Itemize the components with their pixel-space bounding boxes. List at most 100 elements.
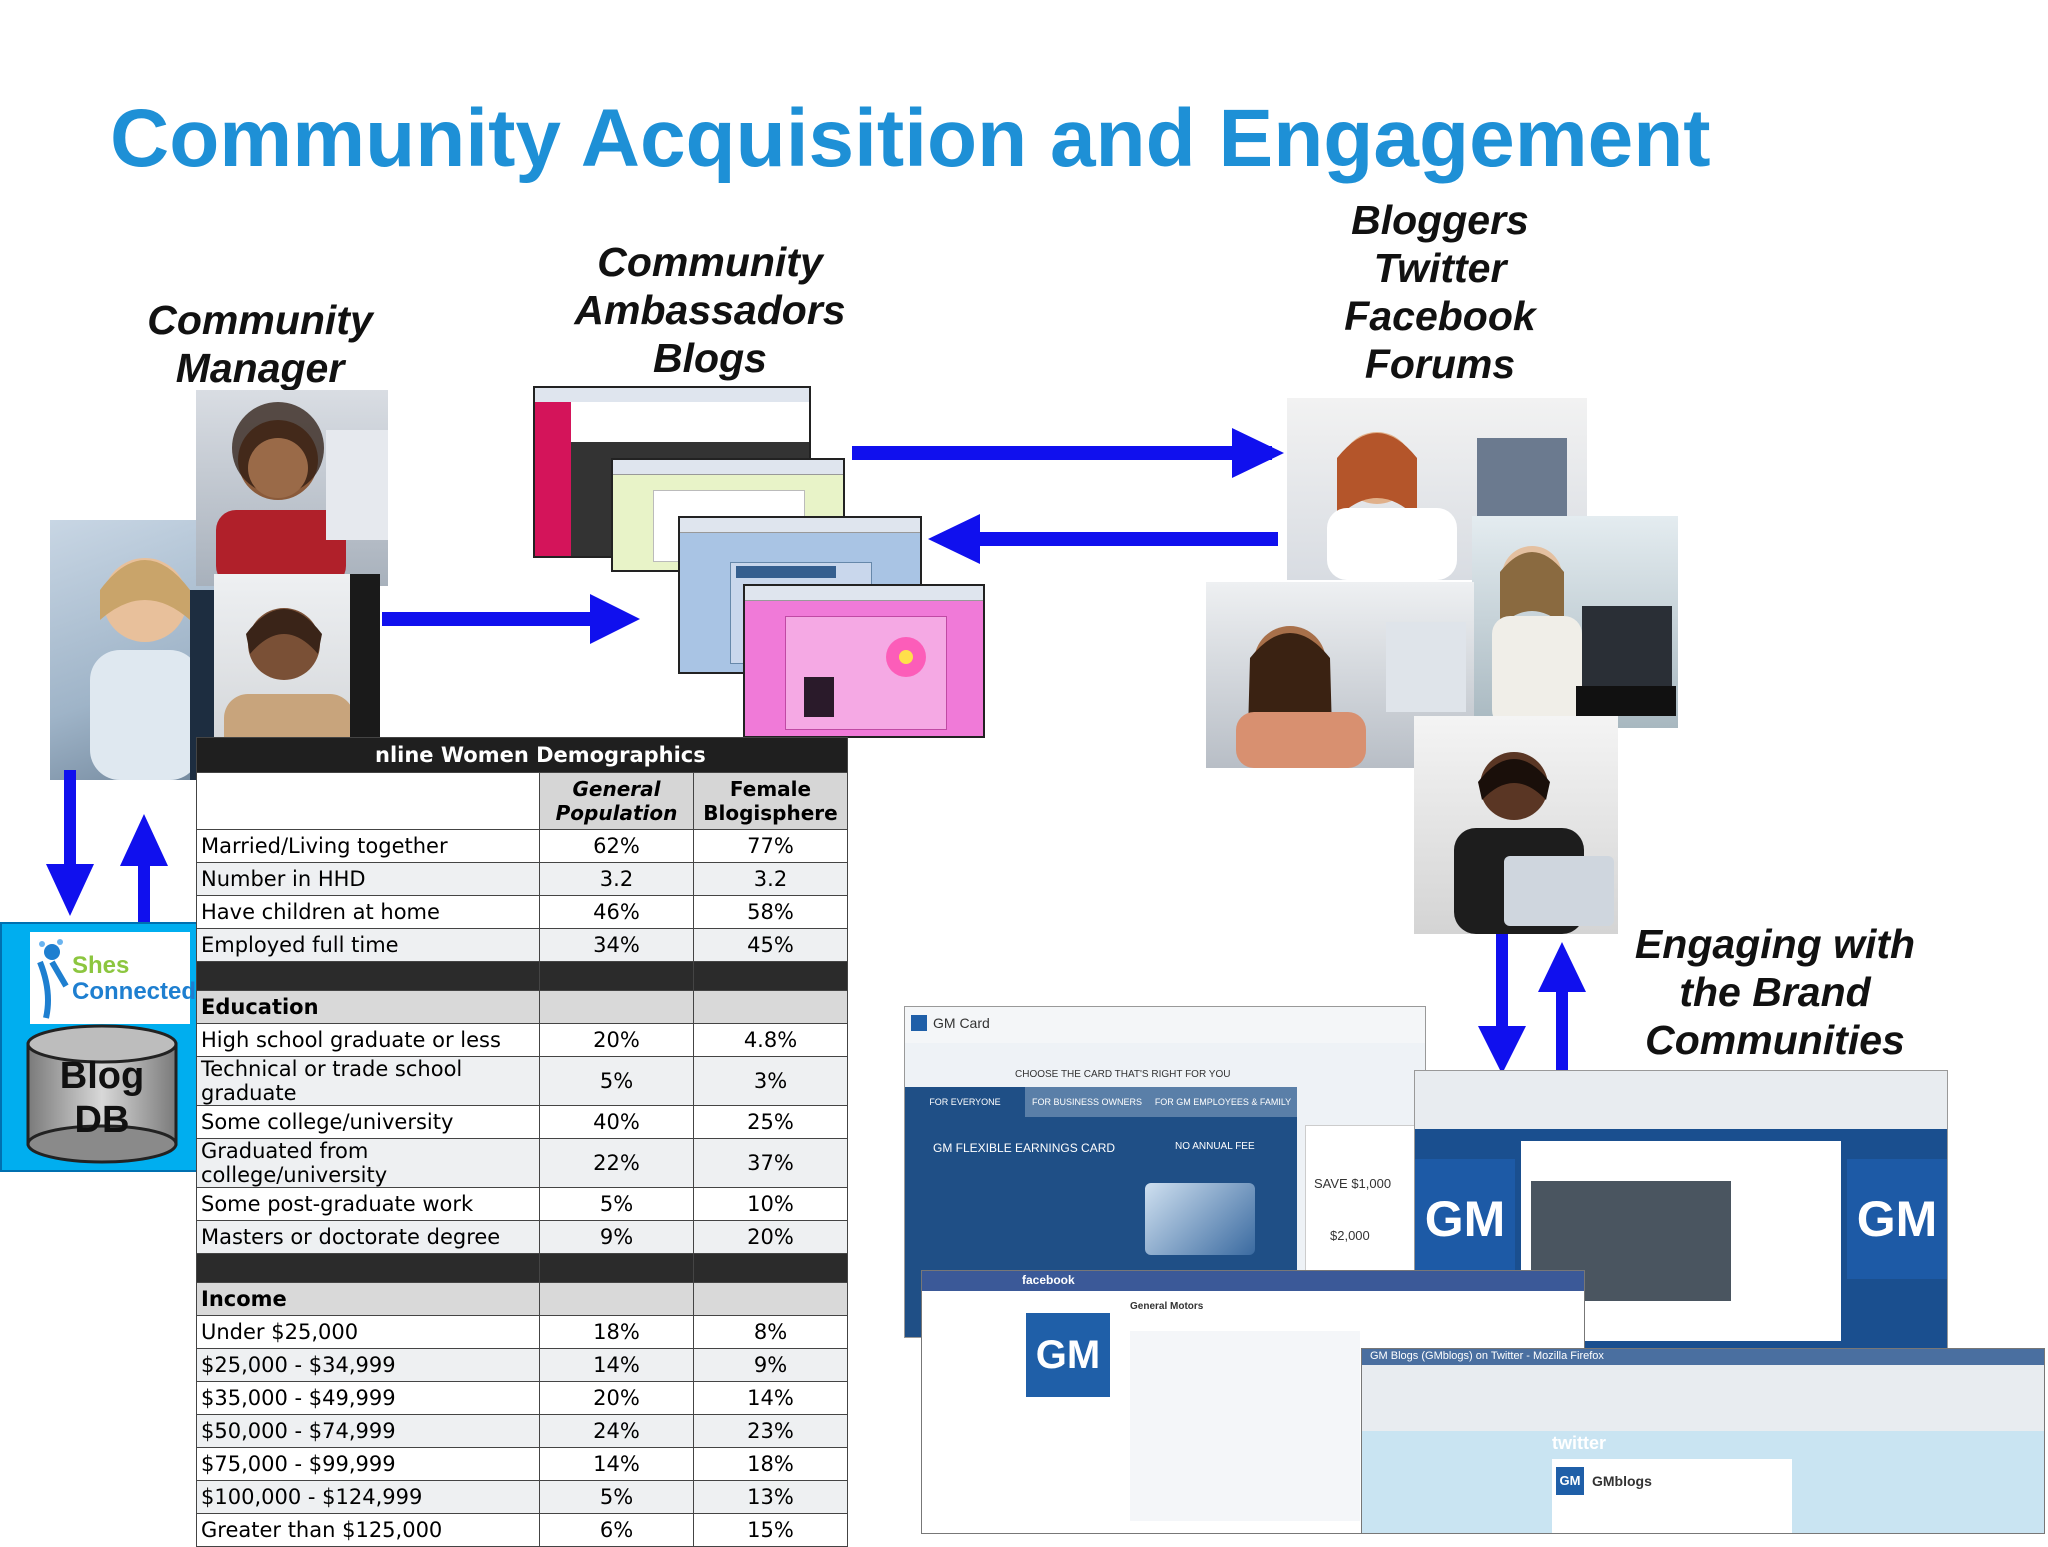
browser-toolbar bbox=[1362, 1365, 2044, 1431]
column-header-female-line2: Blogisphere bbox=[703, 801, 838, 825]
ambassadors-line1: Community bbox=[597, 239, 823, 285]
female-value: 3.2 bbox=[693, 862, 848, 896]
channels-label: Bloggers Twitter Facebook Forums bbox=[1320, 196, 1560, 388]
table-divider bbox=[693, 1253, 848, 1283]
row-label: Some college/university bbox=[196, 1105, 540, 1139]
female-value: 37% bbox=[693, 1138, 848, 1188]
row-label: $35,000 - $49,999 bbox=[196, 1381, 540, 1415]
ambassadors-line2: Ambassadors bbox=[574, 287, 846, 333]
table-divider bbox=[539, 961, 694, 991]
section-cell bbox=[693, 990, 848, 1024]
arrow-shaft bbox=[138, 860, 150, 922]
ambassadors-label: Community Ambassadors Blogs bbox=[560, 238, 860, 382]
gm-card-logo-icon bbox=[911, 1015, 927, 1031]
row-label: Number in HHD bbox=[196, 862, 540, 896]
arrow-shaft bbox=[382, 612, 592, 626]
tab-for-everyone[interactable]: FOR EVERYONE bbox=[905, 1087, 1025, 1117]
arrow-head bbox=[1478, 1026, 1526, 1074]
facebook-header: facebook bbox=[922, 1271, 1584, 1291]
gm-card-tagline: CHOOSE THE CARD THAT'S RIGHT FOR YOU bbox=[1015, 1069, 1231, 1080]
column-header-female-line1: Female bbox=[729, 777, 812, 801]
tab-business-owners[interactable]: FOR BUSINESS OWNERS bbox=[1031, 1097, 1142, 1107]
section-cell bbox=[539, 1282, 694, 1316]
twitter-window-title: GM Blogs (GMblogs) on Twitter - Mozilla … bbox=[1370, 1350, 1604, 1362]
income-header: Income bbox=[196, 1282, 540, 1316]
female-value: 13% bbox=[693, 1480, 848, 1514]
browser-toolbar bbox=[1415, 1071, 1947, 1129]
facebook-brand: facebook bbox=[1022, 1273, 1075, 1287]
gm-card-fee: NO ANNUAL FEE bbox=[1175, 1141, 1255, 1152]
table-divider bbox=[693, 961, 848, 991]
gm-card-header: GM Card bbox=[905, 1007, 1425, 1043]
arrow-shaft bbox=[1496, 934, 1508, 1034]
female-value: 45% bbox=[693, 928, 848, 962]
row-label: Greater than $125,000 bbox=[196, 1513, 540, 1547]
female-value: 25% bbox=[693, 1105, 848, 1139]
twitter-window-titlebar: GM Blogs (GMblogs) on Twitter - Mozilla … bbox=[1362, 1349, 2044, 1365]
blog-screenshot-4[interactable] bbox=[743, 584, 985, 738]
row-label: $50,000 - $74,999 bbox=[196, 1414, 540, 1448]
blog-db-label: Blog DB bbox=[26, 1054, 178, 1142]
community-manager-line1: Community bbox=[147, 297, 373, 343]
row-label: Have children at home bbox=[196, 895, 540, 929]
logo-text-shes: Shes bbox=[72, 952, 130, 979]
channel-photo-2 bbox=[1472, 516, 1678, 728]
row-label: Employed full time bbox=[196, 928, 540, 962]
female-value: 20% bbox=[693, 1220, 848, 1254]
tab-gm-employees[interactable]: FOR GM EMPLOYEES & FAMILY bbox=[1154, 1097, 1292, 1107]
general-value: 6% bbox=[539, 1513, 694, 1547]
facebook-page-name: General Motors bbox=[1130, 1301, 1204, 1312]
table-caption: nline Women Demographics bbox=[196, 737, 848, 773]
arrow-head bbox=[928, 514, 980, 564]
logo-text-connected: Connected bbox=[72, 978, 197, 1005]
female-value: 8% bbox=[693, 1315, 848, 1349]
community-manager-label: Community Manager bbox=[130, 296, 390, 392]
row-label: $75,000 - $99,999 bbox=[196, 1447, 540, 1481]
channel-photo-4 bbox=[1414, 716, 1618, 934]
gm-card-brand: GM Card bbox=[933, 1015, 990, 1031]
blog-db-line1: Blog bbox=[59, 1055, 145, 1097]
browser-toolbar bbox=[613, 460, 843, 475]
arrow-head bbox=[46, 864, 94, 916]
general-value: 14% bbox=[539, 1348, 694, 1382]
arrow-shaft bbox=[1556, 986, 1568, 1074]
arrow-shaft bbox=[64, 770, 76, 870]
shesconnected-logo: Shes Connected bbox=[30, 932, 196, 1024]
table-divider bbox=[196, 961, 540, 991]
facebook-wall bbox=[1130, 1331, 1360, 1521]
general-value: 22% bbox=[539, 1138, 694, 1188]
gm-logo-right: GM bbox=[1847, 1159, 1947, 1279]
table-divider bbox=[539, 1253, 694, 1283]
channels-line1: Bloggers bbox=[1351, 197, 1529, 243]
browser-toolbar bbox=[745, 586, 983, 601]
arrow-shaft bbox=[970, 532, 1278, 546]
row-label: Under $25,000 bbox=[196, 1315, 540, 1349]
female-value: 14% bbox=[693, 1381, 848, 1415]
row-label: Graduated from college/university bbox=[196, 1138, 540, 1188]
row-label: Married/Living together bbox=[196, 829, 540, 863]
credit-card-icon bbox=[1145, 1183, 1255, 1255]
section-cell bbox=[539, 990, 694, 1024]
general-value: 34% bbox=[539, 928, 694, 962]
flower-icon bbox=[804, 637, 926, 717]
arrow-head bbox=[1232, 428, 1284, 478]
female-value: 15% bbox=[693, 1513, 848, 1547]
channels-line4: Forums bbox=[1364, 341, 1516, 387]
gm-logo: GM bbox=[1415, 1159, 1515, 1279]
twitter-handle: GMblogs bbox=[1592, 1473, 1652, 1489]
general-value: 40% bbox=[539, 1105, 694, 1139]
blog-db-line2: DB bbox=[74, 1099, 130, 1141]
twitter-screenshot[interactable]: GM Blogs (GMblogs) on Twitter - Mozilla … bbox=[1361, 1348, 2045, 1534]
arrow-head bbox=[590, 594, 640, 644]
